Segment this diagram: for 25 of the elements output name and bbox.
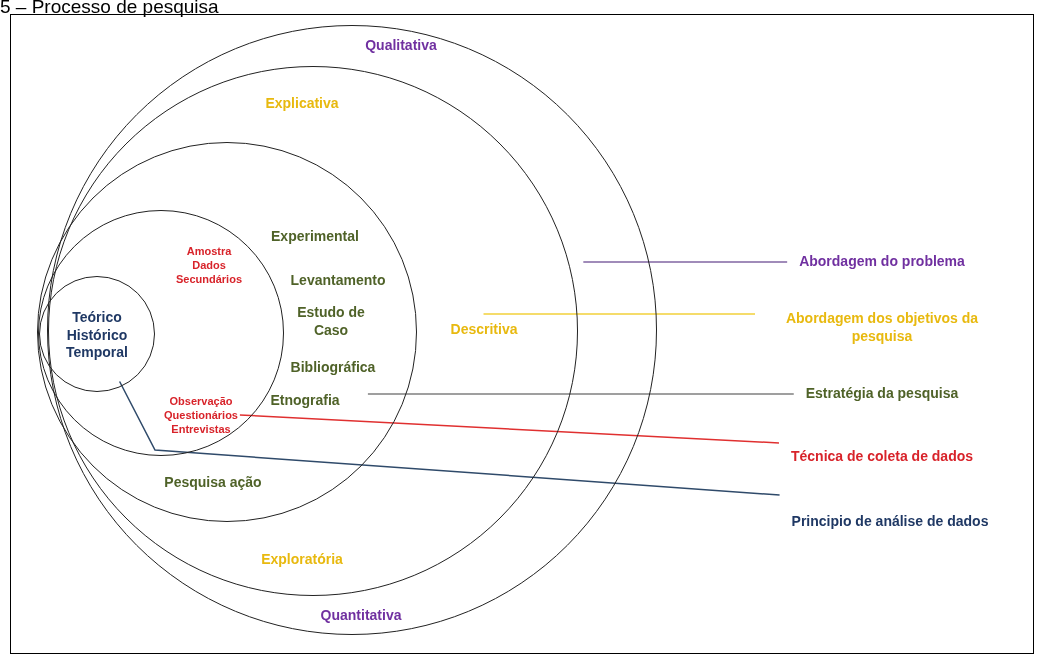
ring-label: Bibliográfica (290, 359, 376, 377)
ring-label: Descritiva (450, 321, 518, 339)
ring-label: Amostra Dados Secundários (175, 245, 243, 287)
layer-caption: Estratégia da pesquisa (805, 385, 959, 403)
ring-label: Quantitativa (320, 607, 402, 625)
ring-label: Exploratória (261, 551, 343, 569)
circle-label: Teórico Histórico Temporal (65, 308, 129, 362)
ring-label: Etnografia (270, 392, 340, 410)
ring-label: Qualitativa (365, 37, 437, 55)
ring-label: Estudo de Caso (296, 303, 366, 339)
leader-line (367, 393, 795, 395)
leader-line (118, 380, 781, 496)
ring-label: Experimental (271, 228, 359, 246)
layer-caption: Abordagem do problema (799, 253, 965, 271)
layer-caption: Principio de análise de dados (791, 513, 989, 531)
leader-line (482, 313, 756, 315)
ring-label: Pesquisa ação (164, 474, 262, 492)
layer-caption: Técnica de coleta de dados (790, 448, 974, 466)
leader-line (239, 414, 780, 444)
ring-label: Explicativa (265, 95, 339, 113)
figure-title: 5 – Processo de pesquisa (0, 0, 219, 18)
ring-label: Observação Questionários Entrevistas (163, 395, 239, 437)
ring-label: Levantamento (290, 272, 386, 290)
leader-line (582, 261, 788, 263)
layer-caption: Abordagem dos objetivos da pesquisa (767, 309, 997, 345)
